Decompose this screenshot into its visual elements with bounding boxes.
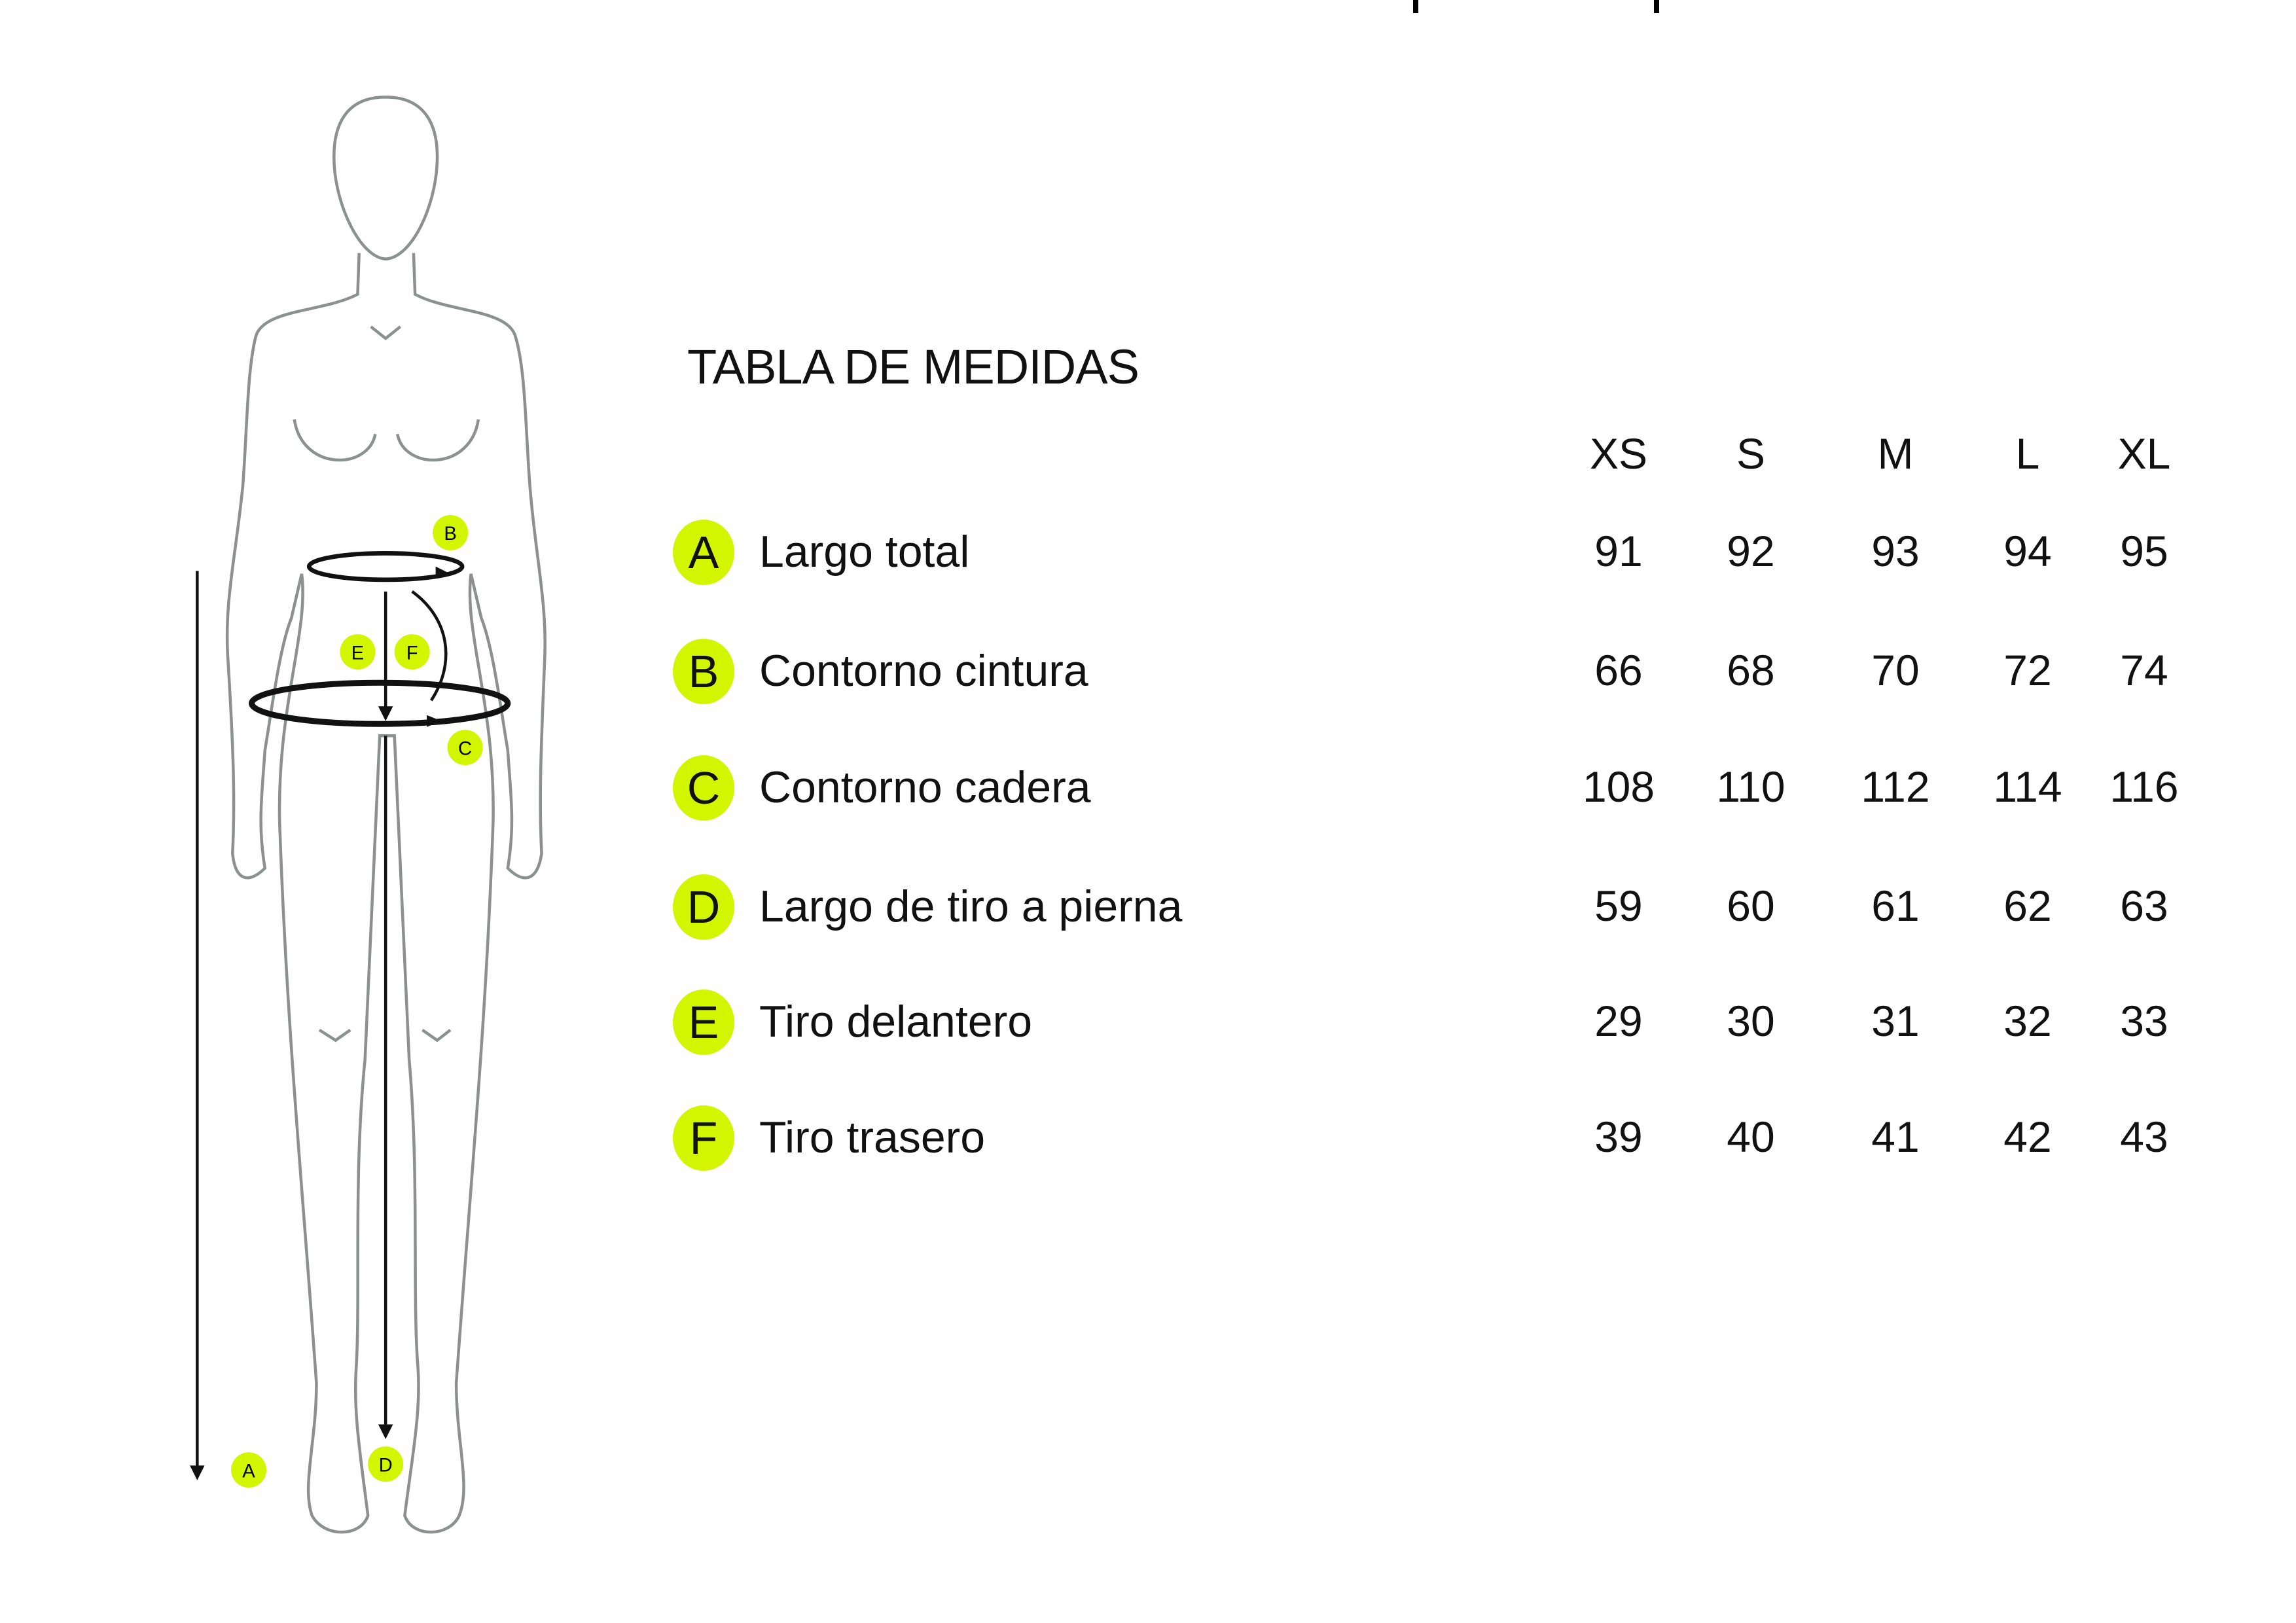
waist-ellipse — [306, 551, 465, 582]
table-row: A Largo total 91 92 93 94 95 — [0, 520, 2296, 585]
knee-marks — [318, 1028, 452, 1043]
measure-label: Contorno cintura — [759, 646, 1088, 696]
hip-ellipse — [249, 679, 511, 727]
table-row: B Contorno cintura 66 68 70 72 74 — [0, 639, 2296, 704]
measure-value: 29 — [1594, 997, 1643, 1045]
size-header: S — [1736, 429, 1766, 478]
letter-badge: B — [673, 639, 734, 704]
table-row: E Tiro delantero 29 30 31 32 33 — [0, 990, 2296, 1055]
marker-a: A — [242, 1461, 255, 1482]
measure-value: 92 — [1727, 527, 1775, 575]
measure-value: 62 — [2003, 882, 2052, 930]
bust-line — [293, 419, 480, 462]
measure-value: 108 — [1582, 762, 1655, 811]
measure-value: 114 — [1993, 762, 2062, 811]
measure-value: 112 — [1861, 762, 1930, 811]
measure-value: 61 — [1871, 882, 1920, 930]
measure-value: 68 — [1727, 646, 1775, 694]
measure-value: 43 — [2120, 1113, 2168, 1161]
marker-e: E — [351, 643, 365, 664]
measure-value: 63 — [2120, 882, 2168, 930]
measure-label: Largo de tiro a pierna — [759, 882, 1183, 931]
back-rise-arrow — [411, 590, 448, 702]
measure-value: 41 — [1871, 1113, 1920, 1161]
measure-value: 93 — [1871, 527, 1920, 575]
size-header: XS — [1589, 429, 1648, 478]
letter-badge: D — [673, 874, 734, 940]
measure-value: 39 — [1594, 1113, 1643, 1161]
size-header: XL — [2117, 429, 2171, 478]
measure-value: 116 — [2109, 762, 2179, 811]
measure-value: 110 — [1716, 762, 1785, 811]
letter-badge: C — [673, 755, 734, 821]
measure-value: 32 — [2003, 997, 2052, 1045]
size-header: L — [2015, 429, 2040, 478]
letter-badge: A — [673, 520, 734, 585]
measure-value: 42 — [2003, 1113, 2052, 1161]
measure-value: 70 — [1871, 646, 1920, 694]
table-row: C Contorno cadera 108 110 112 114 116 — [0, 755, 2296, 821]
marker-f: F — [406, 643, 418, 664]
marker-c: C — [458, 738, 472, 759]
crop-mark — [1413, 0, 1418, 13]
measure-value: 40 — [1727, 1113, 1775, 1161]
measure-value: 72 — [2003, 646, 2052, 694]
size-header: M — [1877, 429, 1914, 478]
measure-value: 74 — [2120, 646, 2168, 694]
body-outline — [225, 253, 547, 1534]
measure-value: 94 — [2003, 527, 2052, 575]
letter-badge: F — [673, 1105, 734, 1171]
table-row: F Tiro trasero 39 40 41 42 43 — [0, 1105, 2296, 1171]
measure-value: 33 — [2120, 997, 2168, 1045]
measure-value: 59 — [1594, 882, 1643, 930]
measure-value: 66 — [1594, 646, 1643, 694]
measure-label: Tiro delantero — [759, 997, 1033, 1046]
measure-label: Contorno cadera — [759, 762, 1091, 812]
marker-b: B — [444, 524, 457, 544]
measure-value: 30 — [1727, 997, 1775, 1045]
marker-d: D — [379, 1455, 393, 1476]
head-outline — [332, 96, 439, 260]
measure-value: 60 — [1727, 882, 1775, 930]
measure-label: Largo total — [759, 527, 970, 577]
page-title: TABLA DE MEDIDAS — [687, 340, 1139, 394]
table-row: D Largo de tiro a pierna 59 60 61 62 63 — [0, 874, 2296, 940]
measure-value: 95 — [2120, 527, 2168, 575]
measure-value: 91 — [1594, 527, 1643, 575]
measure-label: Tiro trasero — [759, 1113, 986, 1162]
letter-badge: E — [673, 990, 734, 1055]
collar-mark — [370, 325, 402, 341]
measure-value: 31 — [1871, 997, 1920, 1045]
crop-mark — [1654, 0, 1659, 13]
